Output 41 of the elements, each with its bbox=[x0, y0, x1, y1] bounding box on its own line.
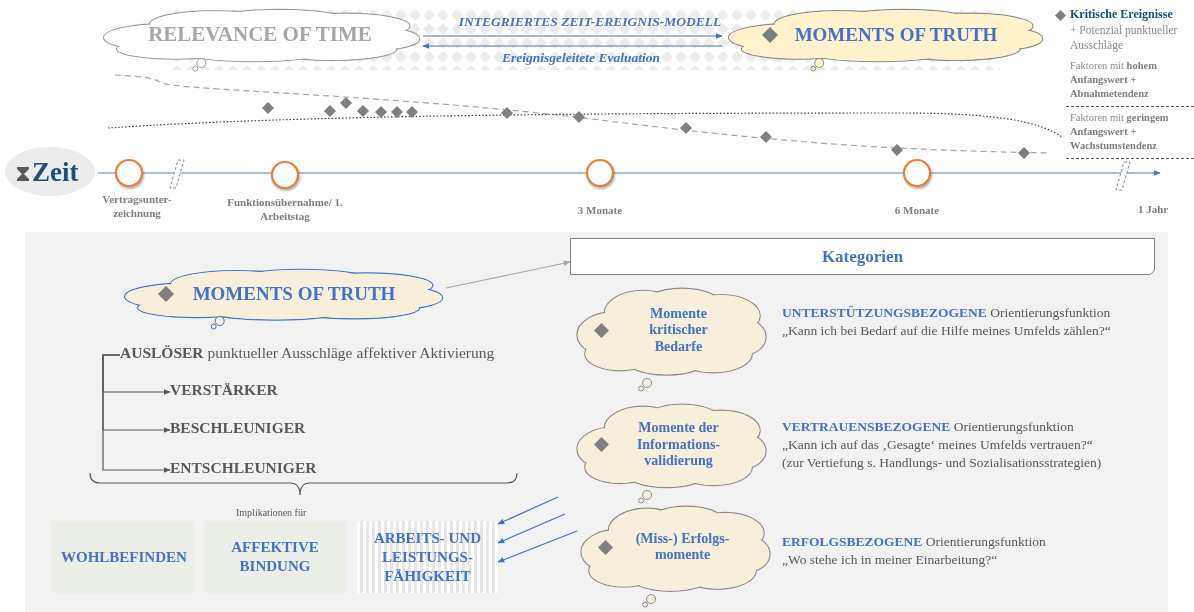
milestone-label: Funktionsübernahme/ 1. Arbeitstag bbox=[226, 195, 344, 224]
cloud-text: Momente der Informations- validierung bbox=[635, 419, 722, 470]
arrow bbox=[497, 496, 559, 525]
cloud-text: RELEVANCE OF TIME bbox=[148, 22, 372, 48]
milestone-label: Vertragsunter- zeichnung bbox=[101, 192, 173, 221]
text-label: ENTSCHLEUNIGER bbox=[170, 459, 317, 477]
header-title: Kategorien bbox=[821, 246, 904, 267]
category-question: „Kann ich bei Bedarf auf die Hilfe meines Umfelds zählen?“ bbox=[782, 323, 1111, 339]
legend-label: Faktoren mit hohem Anfangswert + Abnahmetendenz bbox=[1070, 59, 1158, 102]
cloud-text: MOMENTS OF TRUTH bbox=[192, 282, 396, 306]
arrow bbox=[445, 260, 571, 289]
outcome-box bbox=[357, 521, 498, 593]
category-question: „Kann ich auf das ‚Gesagte‘ meines Umfelds vertrauen?“ bbox=[782, 437, 1093, 453]
category-heading: UNTERSTÜTZUNGSBEZOGENE Orientierungsfunktion bbox=[782, 305, 1111, 321]
legend-label: Kritische Ereignisse bbox=[1070, 7, 1173, 22]
category-heading: VERTRAUENSBEZOGENE Orientierungsfunktion bbox=[782, 419, 1074, 435]
edge-label: INTEGRIERTES ZEIT-EREIGNIS-MODELL bbox=[458, 14, 722, 30]
arrow bbox=[497, 530, 578, 563]
category-question: (zur Vertiefung s. Handlungs- und Sozialisationsstrategien) bbox=[782, 455, 1102, 471]
legend-label: Faktoren mit geringem Anfangswert + Wachstumstendenz bbox=[1070, 111, 1170, 154]
timeline-end-label: 1 Jahr bbox=[1138, 203, 1169, 215]
text-label: VERSTÄRKER bbox=[170, 381, 278, 399]
axis-title: Zeit bbox=[32, 157, 79, 188]
arrow bbox=[497, 513, 566, 544]
text-label: AUSLÖSER punktueller Ausschläge affektiver Aktivierung bbox=[120, 344, 495, 362]
arrow bbox=[102, 354, 171, 473]
header-box bbox=[570, 238, 1155, 275]
edge-label: Ereignisgeleitete Evaluation bbox=[502, 50, 660, 66]
arrow bbox=[422, 43, 723, 49]
legend-note: + Potenzial punktueller Ausschläge bbox=[1070, 23, 1179, 53]
cloud-text: MOMENTS OF TRUTH bbox=[794, 23, 998, 47]
arrow bbox=[422, 33, 723, 39]
cloud-text: Momente kritischer Bedarfe bbox=[648, 305, 709, 356]
text-label: BESCHLEUNIGER bbox=[170, 419, 306, 437]
cloud-text: (Miss-) Erfolgs- momente bbox=[634, 530, 731, 565]
category-heading: ERFOLGSBEZOGENE Orientierungsfunktion bbox=[782, 534, 1046, 550]
outcome-label: AFFEKTIVE BINDUNG bbox=[230, 538, 320, 576]
milestone-label: 3 Monate bbox=[577, 203, 623, 218]
category-question: „Wo stehe ich in meiner Einarbeitung?“ bbox=[782, 552, 998, 568]
milestone-label: 6 Monate bbox=[894, 203, 940, 218]
outcome-label: ARBEITS- UND LEISTUNGS- FÄHIGKEIT bbox=[372, 528, 483, 586]
